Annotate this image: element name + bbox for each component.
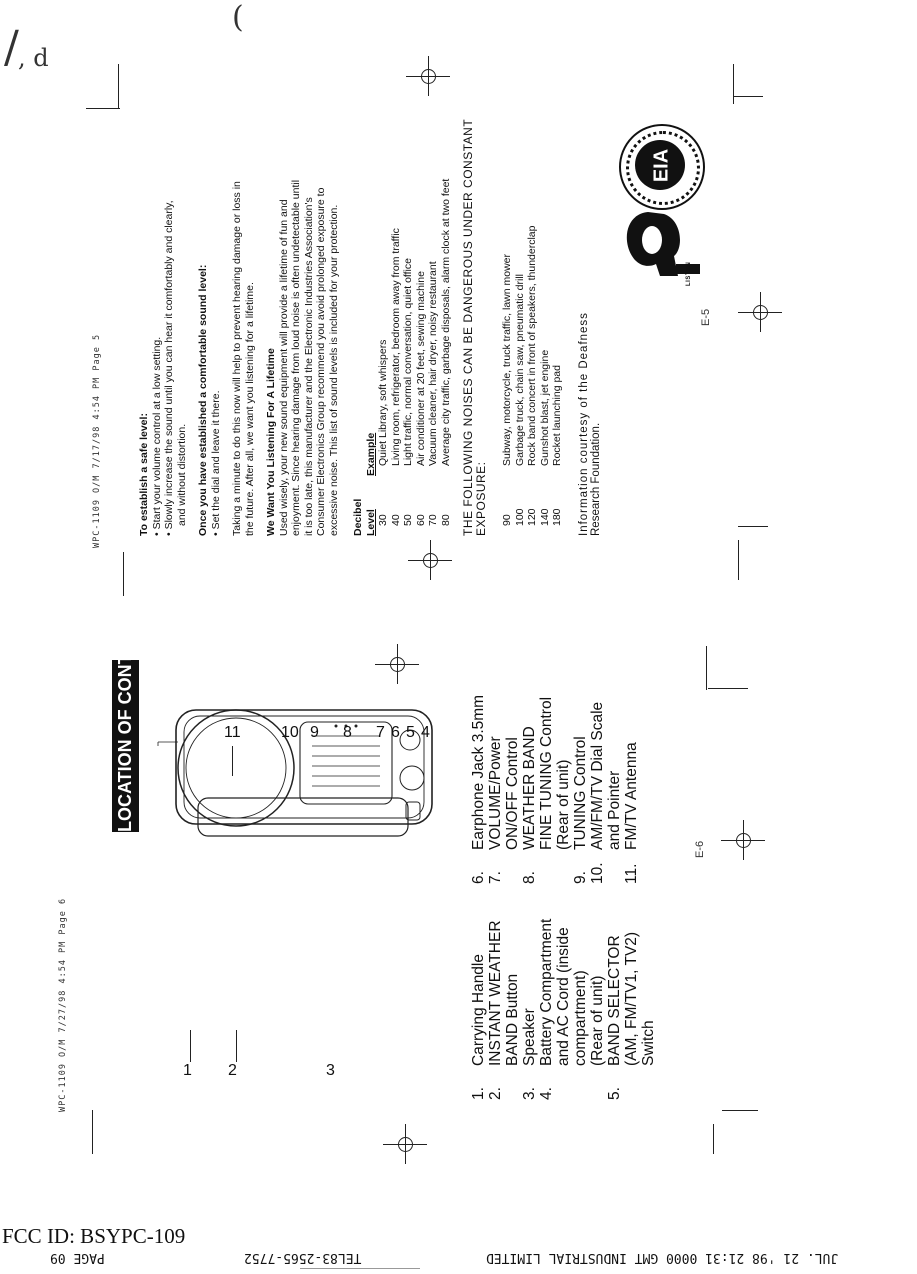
trim-line [92, 1110, 93, 1154]
callout-number: 5 [406, 724, 415, 741]
callout-leader [232, 746, 233, 776]
trim-line [123, 552, 124, 596]
list-item: ON/OFF Control [504, 737, 521, 850]
left-page-header: WPC-1109 O/M 7/27/98 4:54 PM Page 6 [58, 897, 68, 1112]
list-item: 1.Carrying Handle [470, 954, 487, 1100]
list-item: 6.Earphone Jack 3.5mm [470, 694, 487, 884]
trim-line [738, 540, 739, 580]
list-item: 3.Speaker [521, 1008, 538, 1100]
fcc-id: FCC ID: BSYPC-109 [2, 1224, 186, 1248]
trim-line [722, 1110, 758, 1111]
listening-logo [626, 212, 700, 276]
callout-leader [236, 1030, 237, 1062]
list-item: (AM, FM/TV1, TV2) [623, 931, 640, 1066]
callout-number: 3 [326, 1062, 335, 1079]
list-item: and AC Cord (inside [555, 927, 572, 1066]
list-item: BAND Button [504, 973, 521, 1066]
page-number: E-6 [694, 840, 706, 858]
radio-illustration [157, 709, 433, 837]
callout-number: 1 [183, 1062, 192, 1079]
list-item: 8.WEATHER BAND [521, 726, 538, 884]
list-item: 4.Battery Compartment [538, 918, 555, 1100]
callout-leader [190, 1030, 191, 1062]
trim-line [733, 96, 763, 97]
trim-line [708, 688, 748, 689]
list-item: compartment) [572, 970, 589, 1066]
controls-list: 1.Carrying Handle 2.INSTANT WEATHER BAND… [470, 919, 657, 1100]
handwritten-mark: ( [232, 0, 244, 35]
list-item: 7.VOLUME/Power [487, 736, 504, 884]
listening-logo-text: LISTEN [686, 261, 692, 286]
fax-page: PAGE 09 [50, 1250, 105, 1265]
callout-number: 10 [281, 724, 299, 741]
controls-list: 6.Earphone Jack 3.5mm 7.VOLUME/Power ON/… [470, 695, 640, 884]
callout-number: 8 [343, 724, 352, 741]
list-item: and Pointer [606, 770, 623, 850]
fax-rule [300, 1268, 420, 1269]
callout-number: 6 [391, 724, 400, 741]
trim-line [706, 646, 707, 690]
trim-line [733, 64, 734, 104]
list-item: 10.AM/FM/TV Dial Scale [589, 701, 606, 884]
trim-line [713, 1124, 714, 1154]
handwritten-mark: , d [18, 44, 49, 72]
eia-seal: EIA [619, 124, 705, 210]
list-item: 5.BAND SELECTOR [606, 935, 623, 1100]
page-number: E-5 [700, 308, 712, 326]
page-title: LOCATION OF CONTROLS [112, 603, 139, 832]
callout-number: 4 [421, 724, 430, 741]
callout-number: 7 [376, 724, 385, 741]
safety-text: To establish a safe level: • Start your … [138, 118, 602, 536]
list-item: (Rear of unit) [589, 975, 606, 1066]
callout-number: 9 [310, 724, 319, 741]
list-item: (Rear of unit) [555, 759, 572, 850]
callout-number: 11 [224, 724, 241, 741]
handwritten-mark: / [4, 22, 19, 73]
fax-number: TEL83-2565-7752 [244, 1250, 362, 1265]
list-item: 11.FM/TV Antenna [623, 742, 640, 884]
list-item: 2.INSTANT WEATHER [487, 920, 504, 1100]
list-item: FINE TUNING Control [538, 696, 555, 850]
list-item: 9.TUNING Control [572, 736, 589, 884]
trim-line [118, 64, 119, 108]
list-item: Switch [640, 1020, 657, 1066]
trim-line [86, 108, 120, 109]
callout-number: 2 [228, 1062, 237, 1079]
trim-line [738, 526, 768, 527]
fax-header: JUL. 21 '98 21:31 0000 GMT INDUSTRIAL LI… [486, 1250, 839, 1265]
right-page-header: WPC-1109 O/M 7/17/98 4:54 PM Page 5 [92, 333, 102, 548]
